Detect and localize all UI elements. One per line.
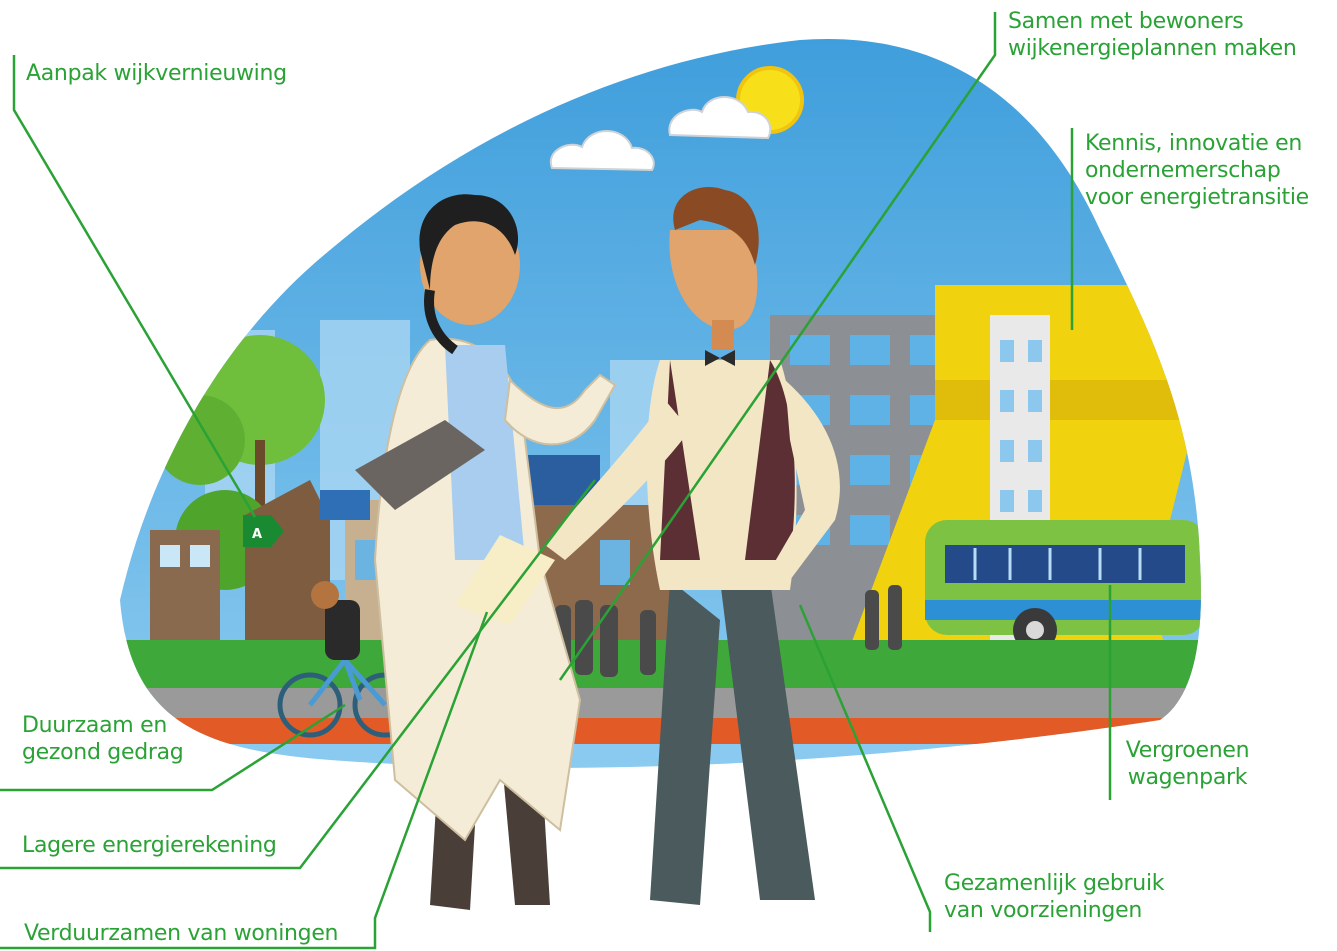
- pointer-lines: [0, 12, 1112, 950]
- label-line: Vergroenen: [1125, 738, 1250, 763]
- label-line: gezond gedrag: [22, 740, 184, 765]
- label-line: wijkenergieplannen maken: [1008, 36, 1297, 61]
- man-figure: [545, 186, 840, 905]
- label-line: van voorzieningen: [944, 898, 1142, 923]
- label-samen-met-bewoners: Samen met bewoners wijkenergieplannen ma…: [1008, 8, 1297, 62]
- label-line: Samen met bewoners: [1008, 9, 1244, 34]
- label-lagere-energierekening: Lagere energierekening: [22, 832, 277, 859]
- label-line: Gezamenlijk gebruik: [944, 871, 1165, 896]
- label-kennis-innovatie: Kennis, innovatie en ondernemerschap voo…: [1085, 130, 1309, 211]
- label-line: Lagere energierekening: [22, 833, 277, 858]
- label-verduurzamen-woningen: Verduurzamen van woningen: [24, 920, 339, 947]
- label-line: Duurzaam en: [22, 713, 167, 738]
- label-aanpak-wijkvernieuwing: Aanpak wijkvernieuwing: [26, 60, 287, 87]
- energy-label-badge: A: [243, 515, 284, 547]
- label-vergroenen-wagenpark: Vergroenen wagenpark: [1115, 737, 1260, 791]
- cloud-icon: [549, 96, 772, 172]
- label-gezamenlijk-gebruik: Gezamenlijk gebruik van voorzieningen: [944, 870, 1165, 924]
- label-line: Verduurzamen van woningen: [24, 921, 339, 946]
- label-line: Kennis, innovatie en: [1085, 131, 1303, 156]
- cyclist: [277, 581, 418, 738]
- label-line: Aanpak wijkvernieuwing: [26, 61, 287, 86]
- energy-label-text: A: [252, 527, 262, 542]
- label-duurzaam-gezond: Duurzaam en gezond gedrag: [22, 712, 184, 766]
- label-line: voor energietransitie: [1085, 185, 1309, 210]
- label-line: ondernemerschap: [1085, 158, 1281, 183]
- woman-figure: [355, 194, 617, 910]
- label-line: wagenpark: [1127, 765, 1248, 790]
